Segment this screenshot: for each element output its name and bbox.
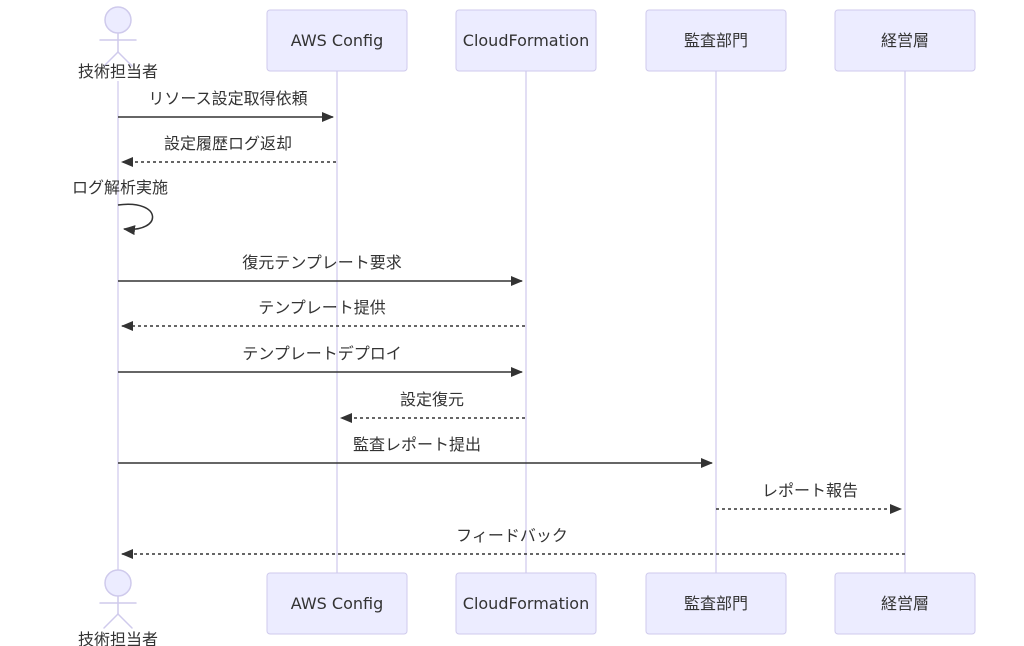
message-label: レポート報告 [762, 481, 858, 500]
participant-aws-config-label-top: AWS Config [291, 31, 383, 50]
participant-management-top: 経営層 [834, 9, 976, 72]
participant-audit-dept-bottom: 監査部門 [645, 572, 787, 635]
message-label: リソース設定取得依頼 [148, 89, 307, 108]
message-label: テンプレートデプロイ [242, 344, 402, 363]
message-config-history-log-return: 設定履歴ログ返却 [121, 134, 336, 167]
message-template-provide: テンプレート提供 [121, 298, 525, 331]
actor-engineer-top: 技術担当者 [78, 6, 158, 81]
participant-management-bottom: 経営層 [834, 572, 976, 635]
actor-engineer-bottom: 技術担当者 [78, 569, 158, 646]
participant-aws-config-bottom: AWS Config [266, 572, 408, 635]
self-loop-arrow [117, 203, 154, 236]
actor-left-leg-line [103, 613, 119, 629]
message-label: テンプレート提供 [258, 298, 386, 317]
participant-box [834, 9, 976, 72]
participant-box [645, 9, 787, 72]
participant-aws-config-label-bottom: AWS Config [291, 594, 383, 613]
participant-aws-config-top: AWS Config [266, 9, 408, 72]
participant-cloudformation-bottom: CloudFormation [455, 572, 597, 635]
participant-audit-dept-label-bottom: 監査部門 [684, 594, 748, 613]
message-log-analysis-self-loop: ログ解析実施 [72, 178, 168, 236]
participant-audit-dept-top: 監査部門 [645, 9, 787, 72]
actor-engineer-label-top: 技術担当者 [78, 62, 158, 81]
participant-cloudformation-top: CloudFormation [455, 9, 597, 72]
message-label: 監査レポート提出 [353, 435, 481, 454]
actor-engineer-label-bottom: 技術担当者 [78, 630, 158, 646]
message-template-deploy: テンプレートデプロイ [118, 344, 523, 377]
participant-box [455, 9, 597, 72]
actor-left-leg-line [103, 51, 119, 67]
stick-figure-icon [104, 6, 132, 34]
message-restore-template-request: 復元テンプレート要求 [118, 253, 523, 286]
actor-right-leg-line [117, 51, 133, 67]
message-label: 復元テンプレート要求 [242, 253, 402, 272]
participant-cloudformation-label-top: CloudFormation [463, 31, 589, 50]
message-label: ログ解析実施 [72, 178, 168, 197]
participant-box [645, 572, 787, 635]
stick-figure-icon [104, 569, 132, 597]
participant-box [266, 9, 408, 72]
participant-box [455, 572, 597, 635]
message-feedback: フィードバック [121, 526, 905, 559]
participant-box [266, 572, 408, 635]
message-report-to-management: レポート報告 [716, 481, 902, 514]
message-config-restore: 設定復元 [340, 390, 525, 423]
message-label: 設定復元 [400, 390, 464, 409]
participant-audit-dept-label-top: 監査部門 [684, 31, 748, 50]
actor-right-leg-line [117, 613, 133, 629]
message-label: 設定履歴ログ返却 [164, 134, 292, 153]
message-label: フィードバック [456, 526, 568, 545]
participant-box [834, 572, 976, 635]
message-resource-config-request: リソース設定取得依頼 [118, 89, 334, 122]
participant-management-label-top: 経営層 [881, 31, 929, 50]
participant-cloudformation-label-bottom: CloudFormation [463, 594, 589, 613]
message-audit-report-submit: 監査レポート提出 [118, 435, 713, 468]
participant-management-label-bottom: 経営層 [881, 594, 929, 613]
